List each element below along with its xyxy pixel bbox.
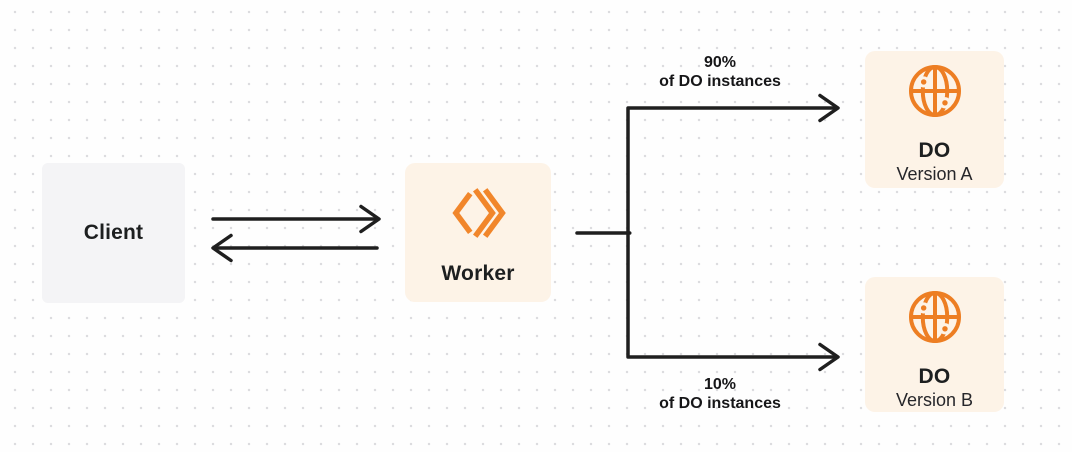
do-b-subtitle: Version B bbox=[895, 390, 974, 410]
traffic-label-90: 90% of DO instances bbox=[620, 53, 820, 91]
arrowhead-to-do-a bbox=[818, 93, 840, 123]
branch-connector bbox=[575, 106, 836, 359]
traffic-caption-90: of DO instances bbox=[659, 73, 781, 90]
traffic-caption-10: of DO instances bbox=[659, 395, 781, 412]
traffic-percent-90: 90% bbox=[703, 54, 737, 71]
do-version-a-node: DO Version A bbox=[865, 51, 1004, 188]
do-a-title: DO bbox=[918, 139, 951, 162]
traffic-percent-10: 10% bbox=[703, 376, 737, 393]
globe-icon bbox=[908, 64, 961, 118]
client-label: Client bbox=[83, 221, 144, 244]
worker-node: Worker bbox=[405, 163, 551, 302]
worker-label: Worker bbox=[441, 262, 515, 285]
do-b-title: DO bbox=[918, 365, 951, 388]
client-node: Client bbox=[42, 163, 185, 303]
arrow-client-to-worker bbox=[211, 204, 381, 234]
globe-icon bbox=[908, 290, 961, 344]
do-version-b-node: DO Version B bbox=[865, 277, 1004, 412]
arrowhead-to-do-b bbox=[818, 342, 840, 372]
do-a-subtitle: Version A bbox=[896, 164, 973, 184]
traffic-label-10: 10% of DO instances bbox=[620, 375, 820, 413]
workers-chevrons-icon bbox=[452, 188, 506, 238]
arrow-worker-to-client bbox=[211, 233, 379, 263]
